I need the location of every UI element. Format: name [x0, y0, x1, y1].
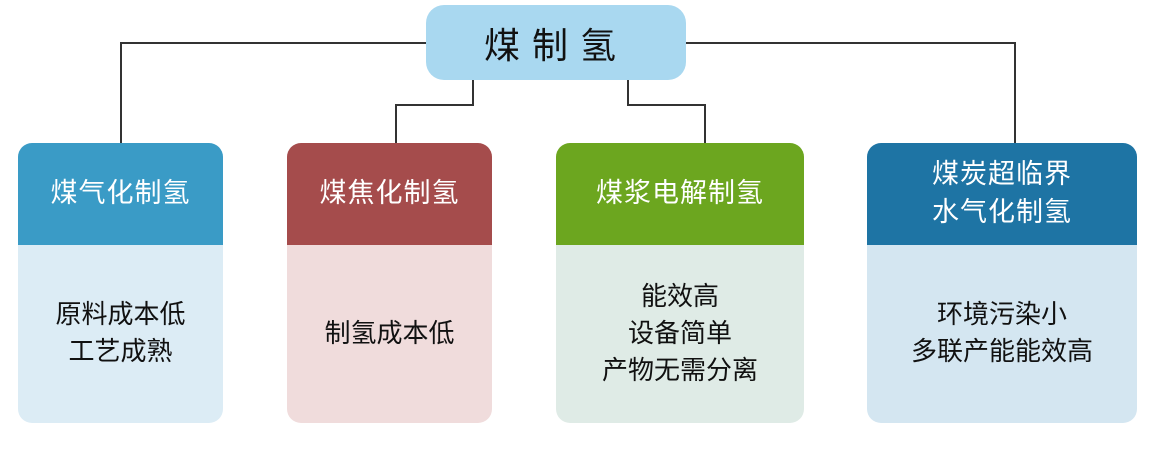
card-title: 煤气化制氢 [50, 178, 191, 209]
method-card-coal-slurry-electrolysis: 煤浆电解制氢 能效高 设备简单 产物无需分离 [556, 143, 804, 423]
card-header: 煤浆电解制氢 [556, 143, 804, 245]
feature: 设备简单 [627, 318, 732, 349]
card-body: 环境污染小 多联产能能效高 [867, 245, 1137, 423]
card-header: 煤焦化制氢 [287, 143, 492, 245]
card-title: 水气化制氢 [932, 197, 1072, 228]
card-title: 煤焦化制氢 [319, 178, 460, 209]
feature: 制氢成本低 [324, 318, 455, 349]
connector-line [627, 104, 706, 106]
card-body: 能效高 设备简单 产物无需分离 [556, 245, 804, 423]
connector-line [120, 42, 426, 44]
connector-line [120, 42, 122, 143]
feature: 工艺成熟 [68, 337, 173, 367]
method-card-coal-coking: 煤焦化制氢 制氢成本低 [287, 143, 492, 423]
connector-line [686, 42, 1016, 44]
connector-line [704, 104, 706, 143]
method-card-coal-gasification: 煤气化制氢 原料成本低 工艺成熟 [18, 143, 223, 423]
connector-line [395, 104, 397, 143]
card-title: 煤炭超临界 [932, 159, 1072, 190]
feature: 环境污染小 [936, 300, 1067, 330]
feature: 多联产能能效高 [910, 337, 1093, 367]
feature: 产物无需分离 [601, 355, 758, 386]
connector-line [627, 80, 629, 106]
card-header: 煤气化制氢 [18, 143, 223, 245]
card-title: 煤浆电解制氢 [596, 178, 764, 209]
card-body: 制氢成本低 [287, 245, 492, 423]
feature: 原料成本低 [55, 300, 186, 330]
card-body: 原料成本低 工艺成熟 [18, 245, 223, 423]
root-node: 煤制氢 [426, 5, 686, 80]
method-card-supercritical-water-gasification: 煤炭超临界 水气化制氢 环境污染小 多联产能能效高 [867, 143, 1137, 423]
connector-line [1014, 42, 1016, 143]
connector-line [395, 104, 474, 106]
card-header: 煤炭超临界 水气化制氢 [867, 143, 1137, 245]
feature: 能效高 [640, 281, 719, 312]
connector-line [472, 80, 474, 106]
